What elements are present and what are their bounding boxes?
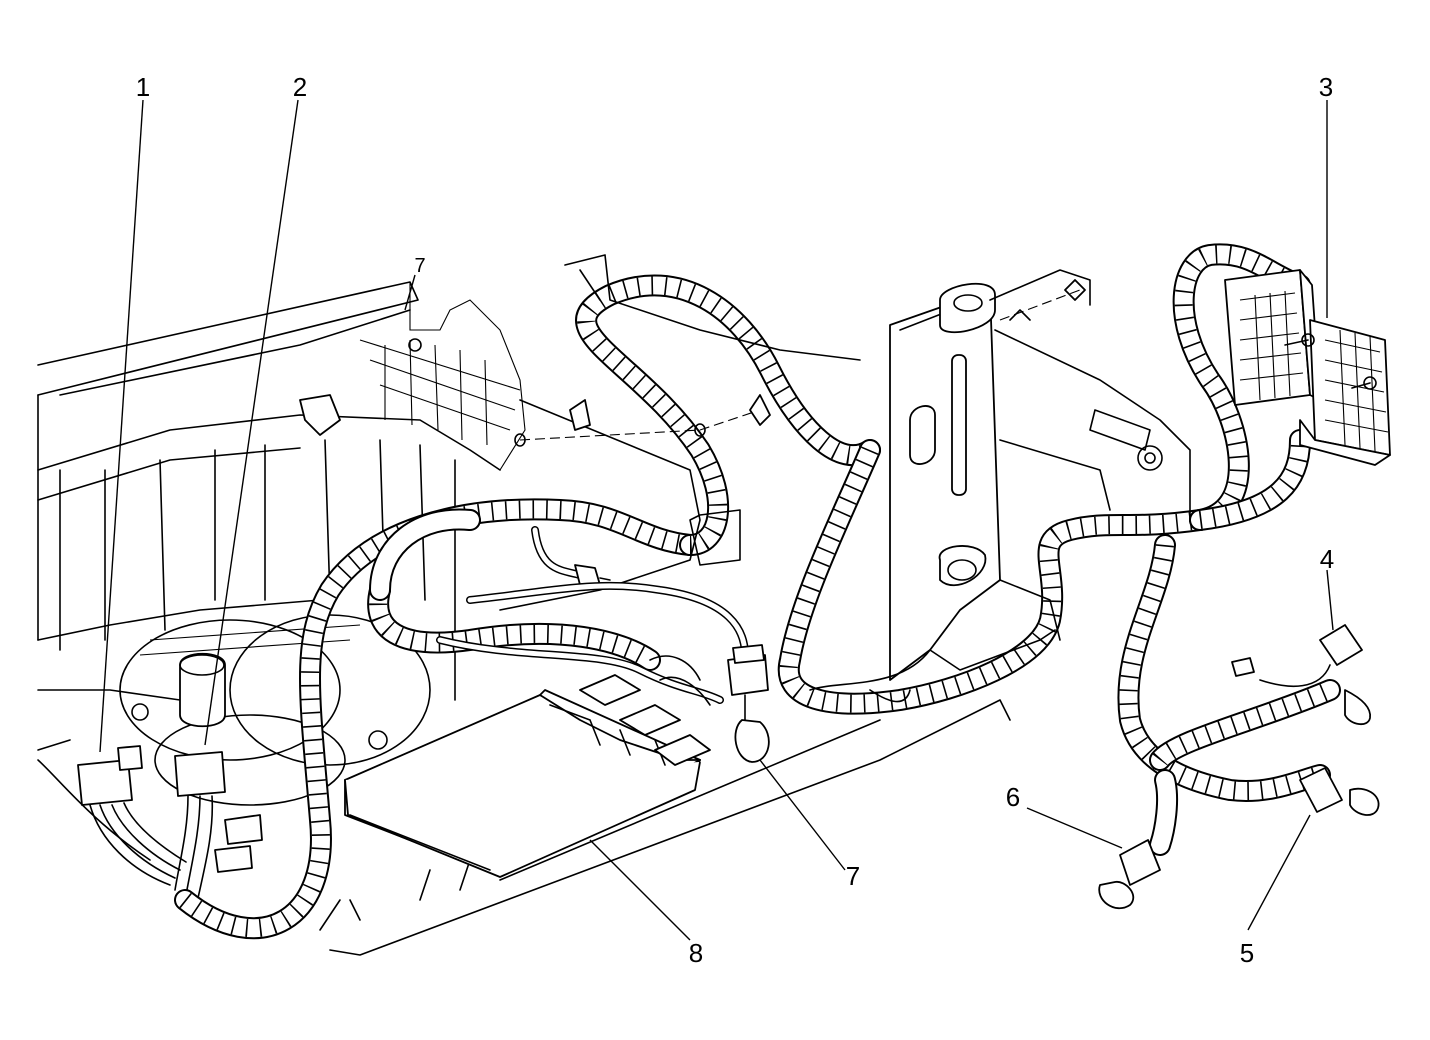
callout-2: 2: [293, 72, 307, 102]
cross-car-beam: [319, 579, 1061, 956]
leader-8: [589, 839, 691, 941]
leader-7: [759, 759, 846, 871]
callout-4: 4: [1320, 544, 1334, 574]
blower-motor: [119, 614, 431, 806]
leader-1: [99, 99, 144, 753]
callout-1: 1: [136, 72, 150, 102]
callout-3: 3: [1319, 72, 1333, 102]
leader-6: [1026, 807, 1123, 849]
callout-6: 6: [1006, 782, 1020, 812]
bulb-socket: [727, 644, 770, 763]
leader-7-upper: [404, 274, 416, 311]
branch-harness: [1117, 534, 1341, 856]
callout-labels: 1 2 3 4 5 6 7 8 7: [136, 72, 1334, 968]
connector-4: [1231, 624, 1371, 725]
leader-4: [1326, 569, 1334, 631]
hvac-control-module: [344, 674, 711, 878]
leader-2: [204, 99, 299, 746]
leader-5: [1247, 814, 1311, 931]
resistor-connector: [174, 751, 263, 899]
instrument-panel-connector-block: [1224, 269, 1391, 466]
module-connector-wires: [436, 581, 749, 706]
blower-motor-connector: [77, 745, 187, 886]
callout-5: 5: [1240, 938, 1254, 968]
antenna-lead: [531, 526, 611, 586]
callout-7: 7: [846, 861, 860, 891]
connector-6: [1098, 839, 1161, 910]
callout-8: 8: [689, 938, 703, 968]
connector-5: [1299, 767, 1380, 816]
defroster-duct: [499, 254, 1081, 611]
callout-7-upper: 7: [414, 255, 425, 277]
center-support-bracket: [889, 269, 1191, 681]
callout-leaders: [99, 99, 1334, 941]
main-wiring-harness: [174, 243, 1311, 940]
